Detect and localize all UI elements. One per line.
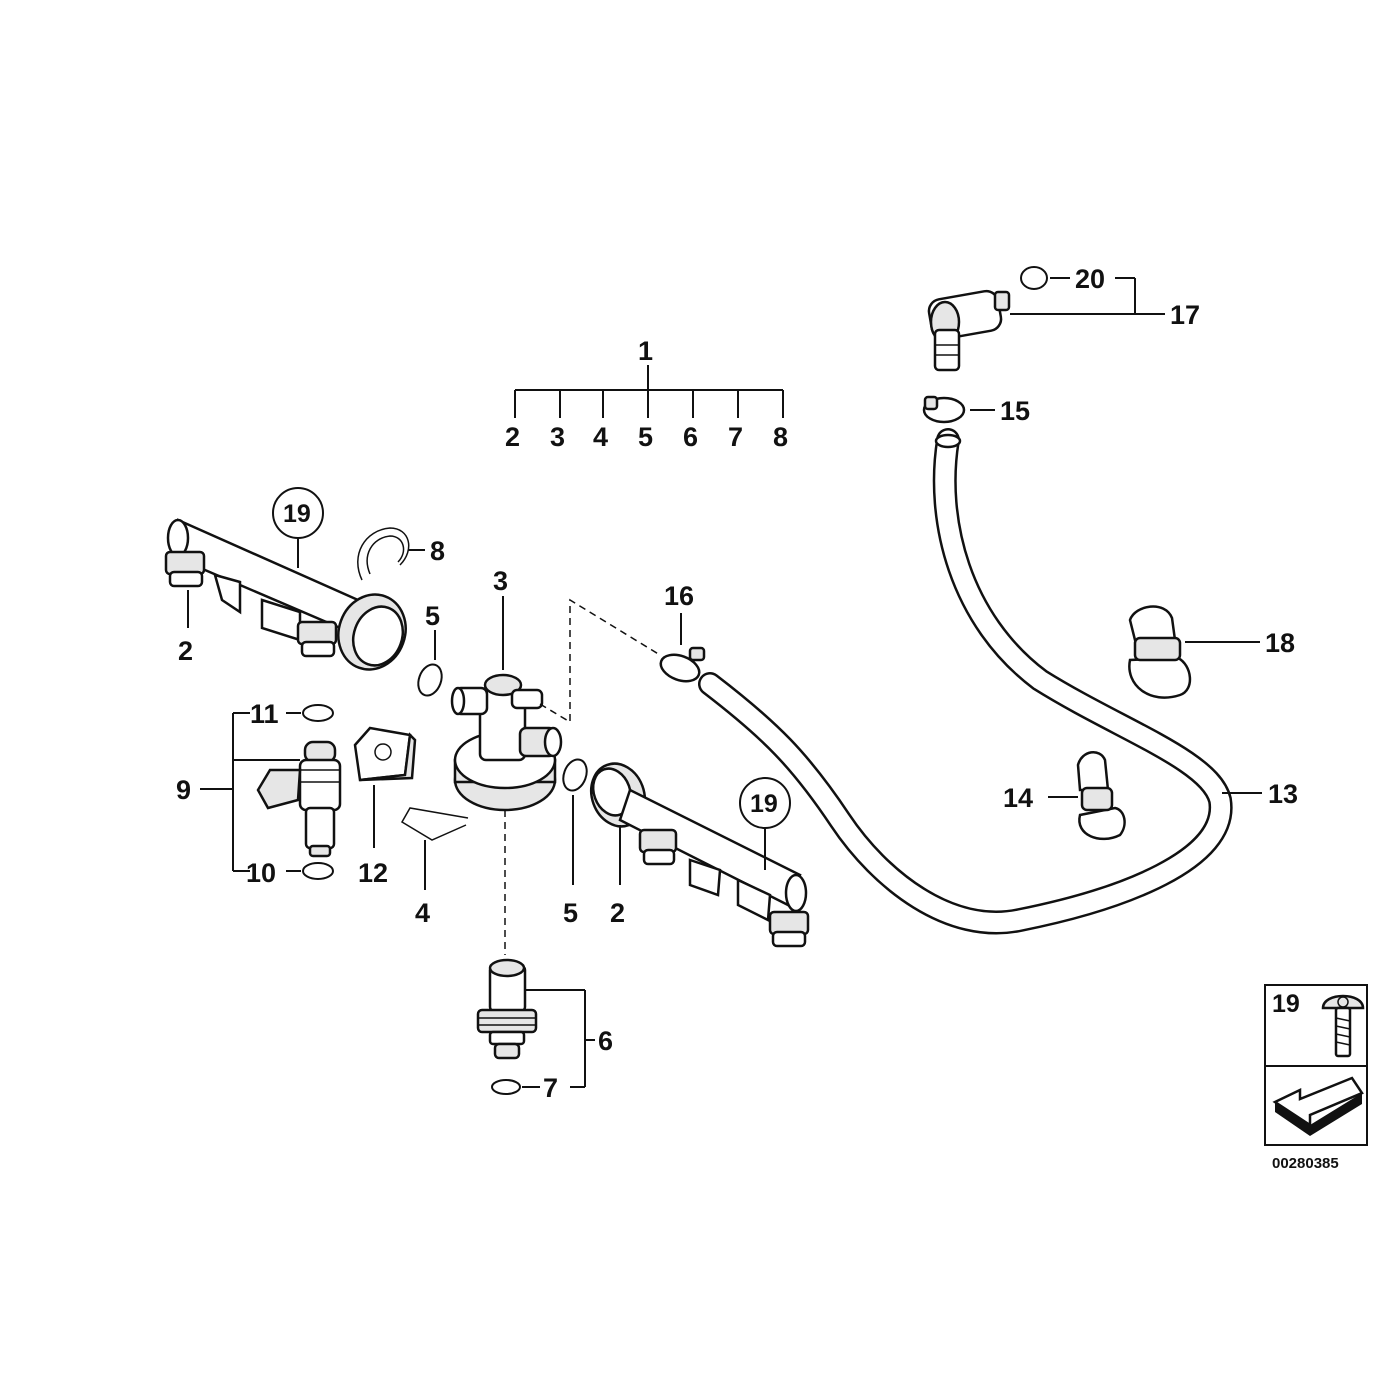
nipple-bracket [522,989,595,1088]
diagram-number: 00280385 [1272,1155,1339,1172]
callout-2-right: 2 [610,898,625,928]
callout-18: 18 [1265,628,1295,658]
hose-holder-14 [1076,751,1126,841]
callout-8: 8 [430,536,445,566]
callout-10: 10 [246,858,276,888]
injector-clip [353,726,417,782]
callout-15: 15 [1000,396,1030,426]
callout-7: 7 [543,1073,558,1103]
oring-7 [491,1079,521,1095]
elbow-fitting [927,289,1011,372]
direction-arrow-icon [1272,1076,1364,1136]
dashed-link-16 [539,598,661,724]
callout-19-right: 19 [750,790,778,818]
callout-13: 13 [1268,779,1298,809]
callout-1: 1 [638,336,653,366]
callout-19-left: 19 [283,500,311,528]
legend-screw-label: 19 [1272,990,1300,1018]
fuel-hose [698,428,1233,935]
hose-clamp-16 [659,646,706,683]
callout-4: 4 [415,898,430,928]
callout-12: 12 [358,858,388,888]
injector-bracket [200,712,301,872]
callout-6: 6 [598,1026,613,1056]
fuel-rail-left [164,518,407,671]
oring-20 [1020,266,1048,290]
assembly-item-4: 4 [593,422,608,452]
screw-callout-circle-right [739,777,791,829]
hose-clamp-15 [922,395,966,424]
callout-9: 9 [176,775,191,805]
assembly-item-3: 3 [550,422,565,452]
fuel-rail-right [589,762,810,948]
spring-clip [400,807,469,841]
hose-holder-18 [1128,605,1192,699]
screw-legend-box [1264,984,1368,1146]
elbow-bracket [1010,277,1165,315]
callout-3: 3 [493,566,508,596]
oring-left [417,663,443,697]
oring-11 [302,704,334,722]
retaining-clip [357,527,410,581]
assembly-bracket [514,365,784,418]
assembly-list: 2 3 4 5 6 7 8 [505,422,788,452]
fuel-injector [256,740,342,858]
callout-11: 11 [250,699,279,729]
assembly-item-5: 5 [638,422,653,452]
assembly-item-6: 6 [683,422,698,452]
callout-2-left: 2 [178,636,193,666]
callout-5-right: 5 [563,898,578,928]
callout-5-left: 5 [425,601,440,631]
assembly-item-8: 8 [773,422,788,452]
assembly-item-2: 2 [505,422,520,452]
callout-16: 16 [664,581,694,611]
assembly-item-7: 7 [728,422,743,452]
fuel-nipple [476,958,538,1060]
oring-right [562,758,588,792]
callout-20: 20 [1075,264,1105,294]
pressure-regulator [450,673,563,812]
callout-14: 14 [1003,783,1033,813]
screw-icon [1321,994,1365,1058]
oring-10 [302,862,334,880]
screw-callout-circle-left [272,487,324,539]
callout-17: 17 [1170,300,1200,330]
